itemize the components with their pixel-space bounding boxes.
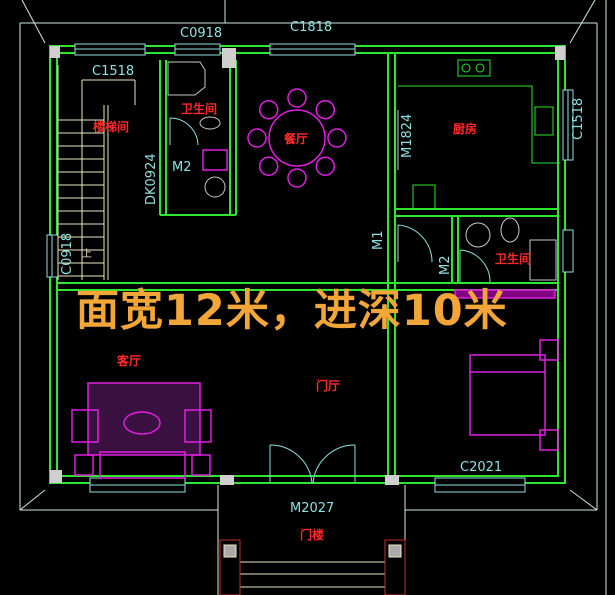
window-label-c1818: C1818 (290, 20, 332, 35)
stair-up-mark: 上 (82, 248, 92, 260)
dining-chair (315, 99, 336, 120)
door-label-m1: M1 (371, 231, 386, 251)
window-label-c1518-stair: C1518 (92, 64, 134, 79)
windows (46, 43, 574, 493)
window-label-c1518-kitchen: C1518 (571, 98, 586, 140)
window-label-c0918-top: C0918 (180, 26, 222, 41)
dining-chair (315, 156, 336, 177)
room-label-dining: 餐厅 (284, 131, 308, 146)
room-label-stairwell: 楼梯间 (93, 119, 129, 134)
window-label-c0918-left: C0918 (60, 233, 75, 275)
dimension-headline: 面宽12米，进深10米 (76, 286, 508, 336)
dining-chair (287, 168, 307, 188)
porch (217, 485, 406, 595)
room-label-foyer: 门厅 (316, 378, 340, 393)
door-label-m2-right: M2 (438, 256, 453, 276)
doors (169, 110, 491, 484)
staircase (57, 65, 136, 280)
dining-chair (258, 99, 279, 120)
door-label-m2027: M2027 (290, 501, 334, 516)
room-label-living: 客厅 (116, 353, 141, 368)
room-label-kitchen: 厨房 (453, 121, 477, 136)
dining-chair (287, 88, 307, 108)
kitchen-fixtures (398, 59, 560, 210)
door-label-dk0924: DK0924 (144, 153, 159, 205)
dining-chair (258, 156, 279, 177)
window-label-c2021: C2021 (460, 460, 502, 475)
door-label-m1824: M1824 (400, 114, 415, 158)
door-label-m2-left: M2 (172, 160, 192, 175)
room-label-bathroom-left: 卫生间 (181, 101, 217, 116)
dining-chair (327, 128, 347, 148)
furniture (71, 88, 559, 479)
columns (50, 46, 565, 485)
dining-chair (247, 128, 267, 148)
room-label-bathroom-right: 卫生间 (495, 251, 531, 266)
fixtures (167, 61, 557, 281)
roof-outline (19, 0, 607, 595)
room-label-porch: 门楼 (300, 527, 324, 542)
